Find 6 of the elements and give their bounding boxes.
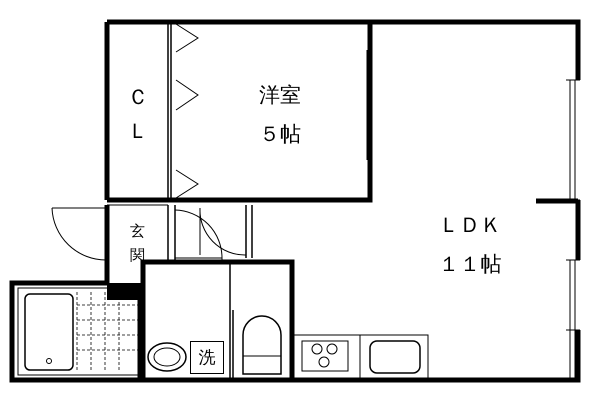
- room-name: 洋室: [259, 85, 301, 106]
- room-size: １１帖: [438, 254, 502, 275]
- room-name: ＬＤＫ: [438, 215, 502, 236]
- room-size: ５帖: [259, 124, 301, 145]
- washer-space: 洗: [190, 341, 224, 374]
- closet-label: ＣＬ: [126, 84, 150, 145]
